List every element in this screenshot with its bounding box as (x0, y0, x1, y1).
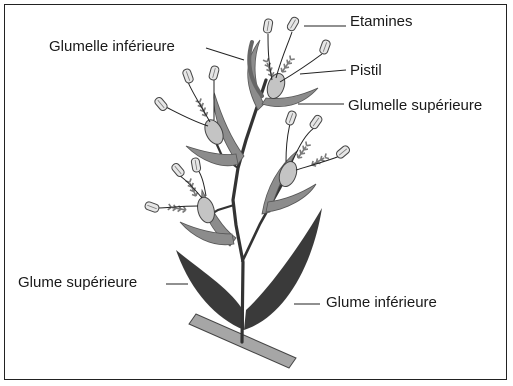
floret-upper-left (153, 65, 244, 166)
glume-superieure-shape (176, 250, 244, 330)
glume-inferieure-shape (244, 208, 322, 330)
label-glumelle-inferieure: Glumelle inférieure (49, 39, 175, 54)
label-glume-inferieure: Glume inférieure (326, 295, 437, 310)
label-etamines: Etamines (350, 14, 413, 29)
floret-lower-left (144, 157, 236, 246)
label-glumelle-superieure: Glumelle supérieure (348, 98, 482, 113)
label-pistil: Pistil (350, 63, 382, 78)
label-glume-superieure: Glume supérieure (18, 275, 137, 290)
